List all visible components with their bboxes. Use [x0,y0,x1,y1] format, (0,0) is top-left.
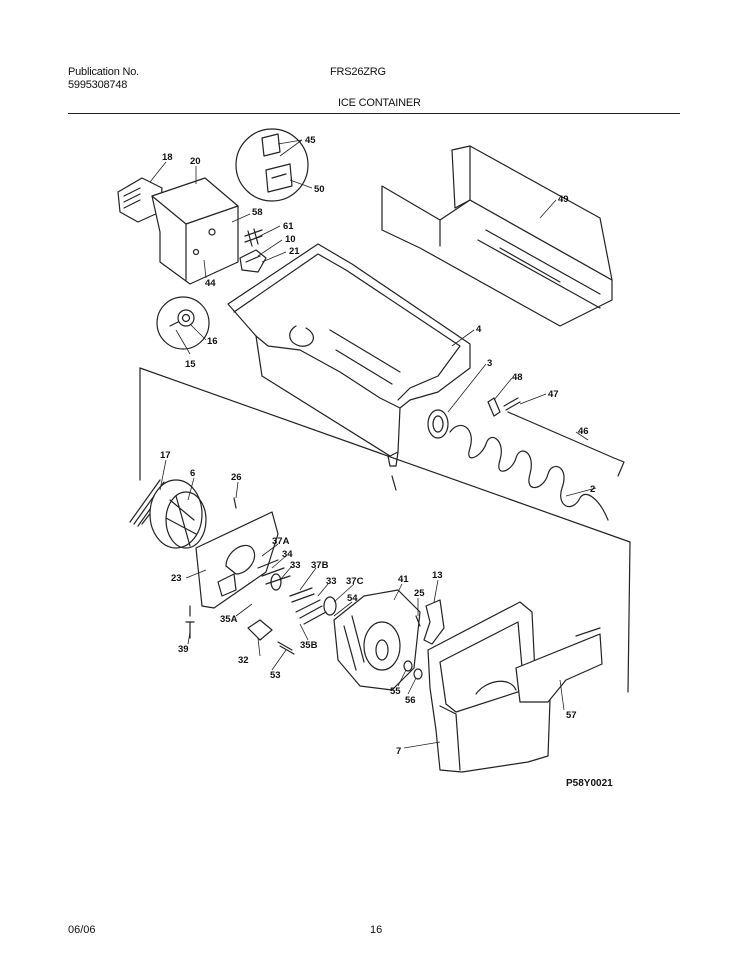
callout-47: 47 [548,389,559,400]
callout-54: 54 [347,593,358,604]
footer-date: 06/06 [68,924,96,936]
callout-45: 45 [305,135,316,146]
callout-21: 21 [289,246,300,257]
header-rule [68,113,680,114]
front-door-and-flap [427,601,603,773]
callout-15: 15 [185,359,196,370]
callout-53: 53 [270,670,281,681]
callout-26: 26 [231,472,242,483]
callout-33: 33 [290,560,301,571]
callout-16: 16 [207,336,218,347]
leader-lines [149,139,597,749]
drawing-code: P58Y0021 [566,778,613,789]
callout-25: 25 [414,588,425,599]
callout-44: 44 [205,278,216,289]
detail-circle-auger-end [156,296,210,350]
callout-10: 10 [285,234,296,245]
callout-20: 20 [190,156,201,167]
callout-18: 18 [162,152,173,163]
assembly-boundary [139,367,631,693]
callout-41: 41 [398,574,409,585]
callout-2: 2 [590,484,595,495]
motor-bracket-assembly [117,177,267,285]
ice-bin [227,243,471,491]
callout-35A: 35A [220,614,238,625]
callout-57: 57 [566,710,577,721]
section-title: ICE CONTAINER [338,97,421,109]
model-number: FRS26ZRG [330,66,386,78]
publication-number: 5995308748 [68,79,128,91]
callout-33b: 33 [326,576,337,587]
part-callouts: 18 20 58 61 10 21 44 45 50 49 4 3 48 47 … [160,135,613,789]
callout-7: 7 [396,746,401,757]
callout-58: 58 [252,207,263,218]
callout-50: 50 [314,184,325,195]
callout-23: 23 [171,573,182,584]
auger-assembly [427,397,625,521]
callout-61: 61 [283,221,294,232]
callout-34: 34 [282,549,293,560]
rear-cover-panel [381,145,613,327]
callout-46: 46 [578,426,589,437]
callout-35B: 35B [300,640,318,651]
callout-13: 13 [432,570,443,581]
callout-4: 4 [476,324,482,335]
detail-circle-switch [235,128,309,202]
callout-6: 6 [190,468,195,479]
callout-48: 48 [512,372,523,383]
publication-label: Publication No. [68,66,139,78]
callout-37B: 37B [311,560,329,571]
callout-3: 3 [487,358,492,369]
callout-37C: 37C [346,576,364,587]
callout-49: 49 [558,194,569,205]
callout-56: 56 [405,695,416,706]
callout-17: 17 [160,450,171,461]
auger-drive-assembly [129,479,315,655]
callout-32: 32 [238,655,249,666]
dispenser-mechanism [295,589,445,691]
callout-39: 39 [178,644,189,655]
footer-page-number: 16 [370,924,383,936]
callout-55: 55 [390,686,401,697]
callout-37A: 37A [272,536,290,547]
